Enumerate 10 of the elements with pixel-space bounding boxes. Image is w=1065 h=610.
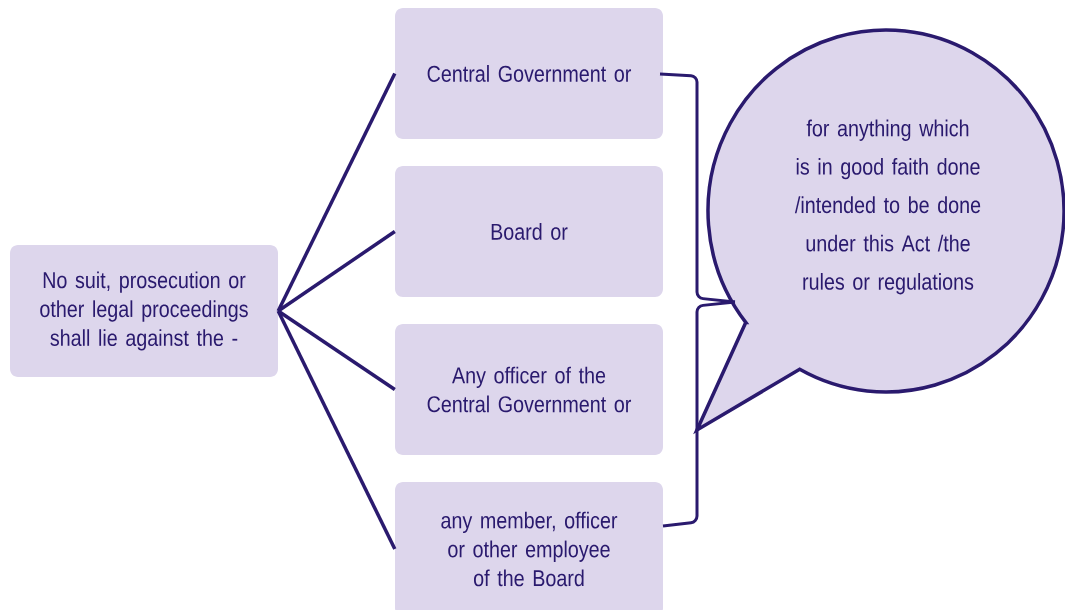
party-box: Any officer of the Central Government or	[395, 324, 663, 455]
party-box: Board or	[395, 166, 663, 297]
connector-line	[277, 309, 396, 391]
connector-line	[276, 310, 397, 550]
connector-line	[276, 72, 397, 312]
party-box: Central Government or	[395, 8, 663, 139]
connector-line	[277, 230, 396, 313]
statement-box: No suit, prosecution or other legal proceedings shall lie against the -	[10, 245, 278, 377]
speech-bubble: for anything which is in good faith done /intended to be done under this Act /the rules or regulations	[695, 28, 1065, 432]
party-box: any member, officer or other employee of the Board	[395, 482, 663, 610]
